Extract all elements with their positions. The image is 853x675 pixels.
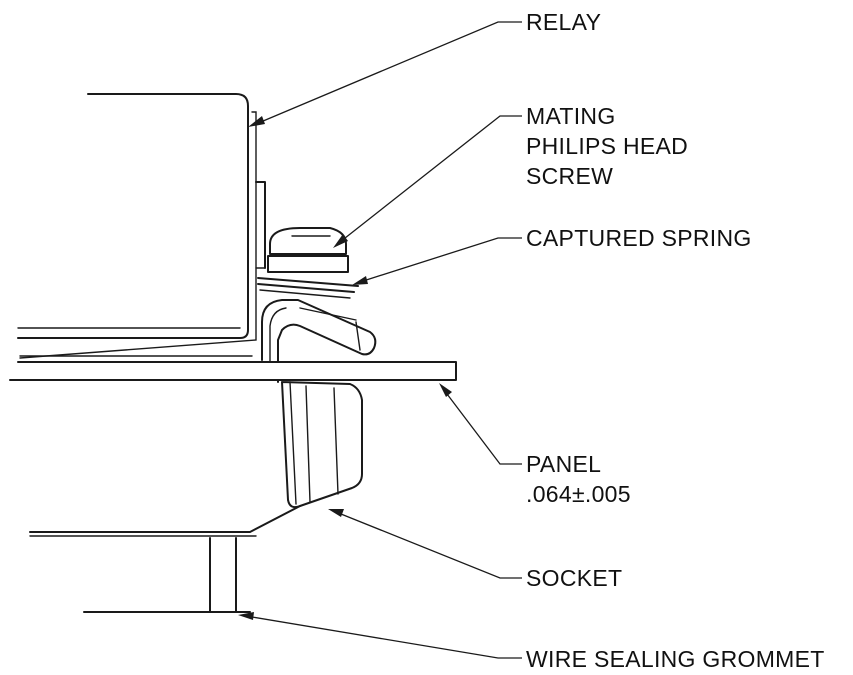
- captured-spring: [257, 277, 359, 299]
- panel: [9, 361, 457, 381]
- wire-sealing-grommet: [83, 537, 251, 613]
- leader-spring: [352, 237, 522, 285]
- label-panel-thickness: .064±.005: [526, 481, 631, 507]
- leader-socket: [328, 509, 522, 579]
- relay-bracket: [255, 181, 266, 269]
- label-panel: PANEL: [526, 451, 601, 477]
- label-mating-line3: SCREW: [526, 163, 613, 189]
- spring-clip: [261, 299, 377, 363]
- label-relay: RELAY: [526, 9, 601, 35]
- relay-body: [17, 93, 257, 359]
- label-mating-line1: MATING: [526, 103, 616, 129]
- leader-grommet: [238, 612, 522, 659]
- label-socket: SOCKET: [526, 565, 622, 591]
- label-wire-sealing-grommet: WIRE SEALING GROMMET: [526, 646, 825, 672]
- leader-screw: [333, 115, 522, 248]
- leader-panel: [439, 383, 522, 465]
- leader-relay: [248, 21, 522, 127]
- philips-screw: [267, 227, 349, 273]
- label-captured-spring: CAPTURED SPRING: [526, 225, 752, 251]
- socket: [29, 379, 363, 537]
- label-mating-line2: PHILIPS HEAD: [526, 133, 688, 159]
